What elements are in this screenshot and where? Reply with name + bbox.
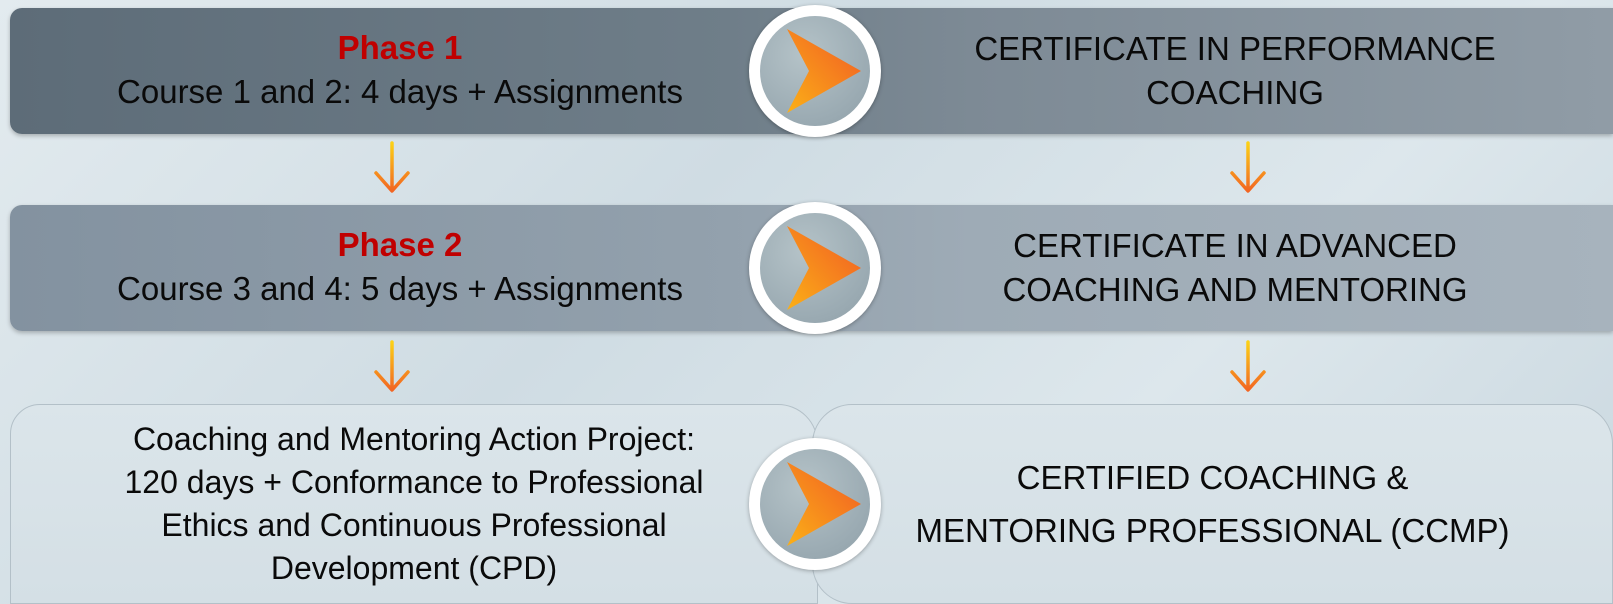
down-arrow-icon [374, 141, 410, 193]
phase-1-course: Course 1 and 2: 4 days + Assignments [117, 73, 683, 110]
down-arrow-icon [374, 340, 410, 392]
down-arrow-icon [1230, 340, 1266, 392]
phase-1-left: Phase 1 Course 1 and 2: 4 days + Assignm… [10, 8, 790, 134]
action-project-line-4: Development (CPD) [270, 550, 558, 586]
phase-2-certificate-line-1: CERTIFICATE IN ADVANCED [1013, 227, 1457, 264]
action-project-line-2: 120 days + Conformance to Professional [124, 464, 704, 500]
right-chevron-arrow-icon [749, 5, 881, 137]
right-chevron-arrow-icon [749, 438, 881, 570]
action-project-line-1: Coaching and Mentoring Action Project: [132, 421, 696, 457]
right-chevron-arrow-icon [749, 202, 881, 334]
phase-2-left: Phase 2 Course 3 and 4: 5 days + Assignm… [10, 205, 790, 331]
phase-1-label: Phase 1 [337, 29, 463, 66]
ccmp-box: CERTIFIED COACHING & MENTORING PROFESSIO… [812, 404, 1613, 604]
phase-2-certificate-line-2: COACHING AND MENTORING [1002, 271, 1468, 308]
ccmp-line-2: MENTORING PROFESSIONAL (CCMP) [915, 512, 1510, 549]
phase-2-course: Course 3 and 4: 5 days + Assignments [117, 270, 683, 307]
phase-2-label: Phase 2 [337, 226, 463, 263]
phase-1-certificate: CERTIFICATE IN PERFORMANCE COACHING [850, 8, 1613, 134]
phase-1-certificate-line-2: COACHING [1146, 74, 1324, 111]
action-project-box: Coaching and Mentoring Action Project: 1… [10, 404, 818, 604]
phase-2-certificate: CERTIFICATE IN ADVANCED COACHING AND MEN… [850, 205, 1613, 331]
phase-1-certificate-line-1: CERTIFICATE IN PERFORMANCE [974, 30, 1496, 67]
down-arrow-icon [1230, 141, 1266, 193]
ccmp-line-1: CERTIFIED COACHING & [1016, 459, 1409, 496]
action-project-line-3: Ethics and Continuous Professional [161, 507, 667, 543]
